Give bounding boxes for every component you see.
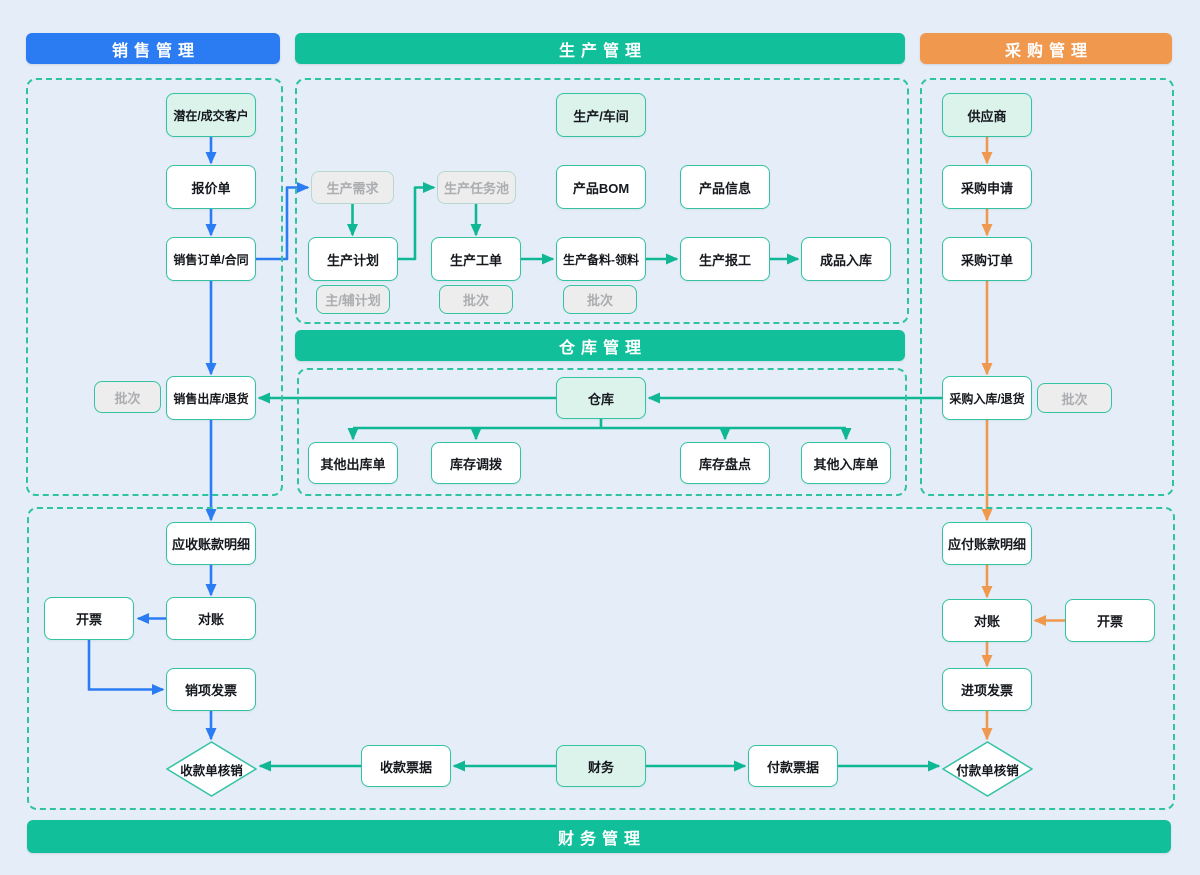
node-warehouse[interactable]: 仓库: [556, 377, 646, 419]
node-other-outbound[interactable]: 其他出库单: [308, 442, 398, 484]
zone-procurement: [920, 78, 1174, 496]
node-stocktake[interactable]: 库存盘点: [680, 442, 770, 484]
node-product-bom[interactable]: 产品BOM: [556, 165, 646, 209]
diamond-label: 付款单核销: [956, 763, 1019, 778]
node-purchase-request[interactable]: 采购申请: [942, 165, 1032, 209]
node-main-aux-plan[interactable]: 主/辅计划: [316, 285, 390, 314]
node-batch-material[interactable]: 批次: [563, 285, 637, 314]
header-procurement-management: 采购管理: [920, 33, 1172, 64]
diamond-shape: [942, 741, 1033, 797]
node-supplier[interactable]: 供应商: [942, 93, 1032, 137]
node-prod-plan[interactable]: 生产计划: [308, 237, 398, 281]
node-invoice-ar[interactable]: 开票: [44, 597, 134, 640]
node-receipt-note[interactable]: 收款票据: [361, 745, 451, 787]
header-production-management: 生产管理: [295, 33, 905, 64]
node-sales-invoice[interactable]: 销项发票: [166, 668, 256, 711]
node-purchase-inbound[interactable]: 采购入库/退货: [942, 376, 1032, 420]
node-sales-order[interactable]: 销售订单/合同: [166, 237, 256, 281]
node-reconcile-ap[interactable]: 对账: [942, 599, 1032, 642]
node-task-pool[interactable]: 生产任务池: [437, 171, 516, 204]
zone-sales: [26, 78, 283, 496]
node-input-invoice[interactable]: 进项发票: [942, 668, 1032, 711]
node-stock-transfer[interactable]: 库存调拨: [431, 442, 521, 484]
node-customer[interactable]: 潜在/成交客户: [166, 93, 256, 137]
diamond-shape: [166, 741, 257, 797]
node-purchase-order[interactable]: 采购订单: [942, 237, 1032, 281]
node-ar-detail[interactable]: 应收账款明细: [166, 522, 256, 565]
node-quotation[interactable]: 报价单: [166, 165, 256, 209]
zone-finance: [27, 507, 1175, 810]
zone-warehouse: [297, 368, 907, 496]
header-warehouse-management: 仓库管理: [295, 330, 905, 361]
zone-production: [295, 78, 909, 324]
node-receipt-writeoff[interactable]: 收款单核销: [166, 741, 257, 797]
header-finance-management: 财务管理: [27, 820, 1171, 853]
node-payment-note[interactable]: 付款票据: [748, 745, 838, 787]
node-reconcile-ar[interactable]: 对账: [166, 597, 256, 640]
node-workshop[interactable]: 生产/车间: [556, 93, 646, 137]
node-batch-workorder[interactable]: 批次: [439, 285, 513, 314]
diamond-label: 收款单核销: [180, 763, 243, 778]
node-finance[interactable]: 财务: [556, 745, 646, 787]
node-product-info[interactable]: 产品信息: [680, 165, 770, 209]
node-payment-writeoff[interactable]: 付款单核销: [942, 741, 1033, 797]
node-sales-outbound[interactable]: 销售出库/退货: [166, 376, 256, 420]
node-invoice-ap[interactable]: 开票: [1065, 599, 1155, 642]
node-finished-inbound[interactable]: 成品入库: [801, 237, 891, 281]
node-batch-purchase[interactable]: 批次: [1037, 383, 1112, 413]
header-sales-management: 销售管理: [26, 33, 280, 64]
node-prod-report[interactable]: 生产报工: [680, 237, 770, 281]
node-other-inbound[interactable]: 其他入库单: [801, 442, 891, 484]
node-batch-sales[interactable]: 批次: [94, 381, 161, 413]
node-material-picking[interactable]: 生产备料-领料: [556, 237, 646, 281]
node-work-order[interactable]: 生产工单: [431, 237, 521, 281]
node-ap-detail[interactable]: 应付账款明细: [942, 522, 1032, 565]
node-prod-demand[interactable]: 生产需求: [311, 171, 394, 204]
